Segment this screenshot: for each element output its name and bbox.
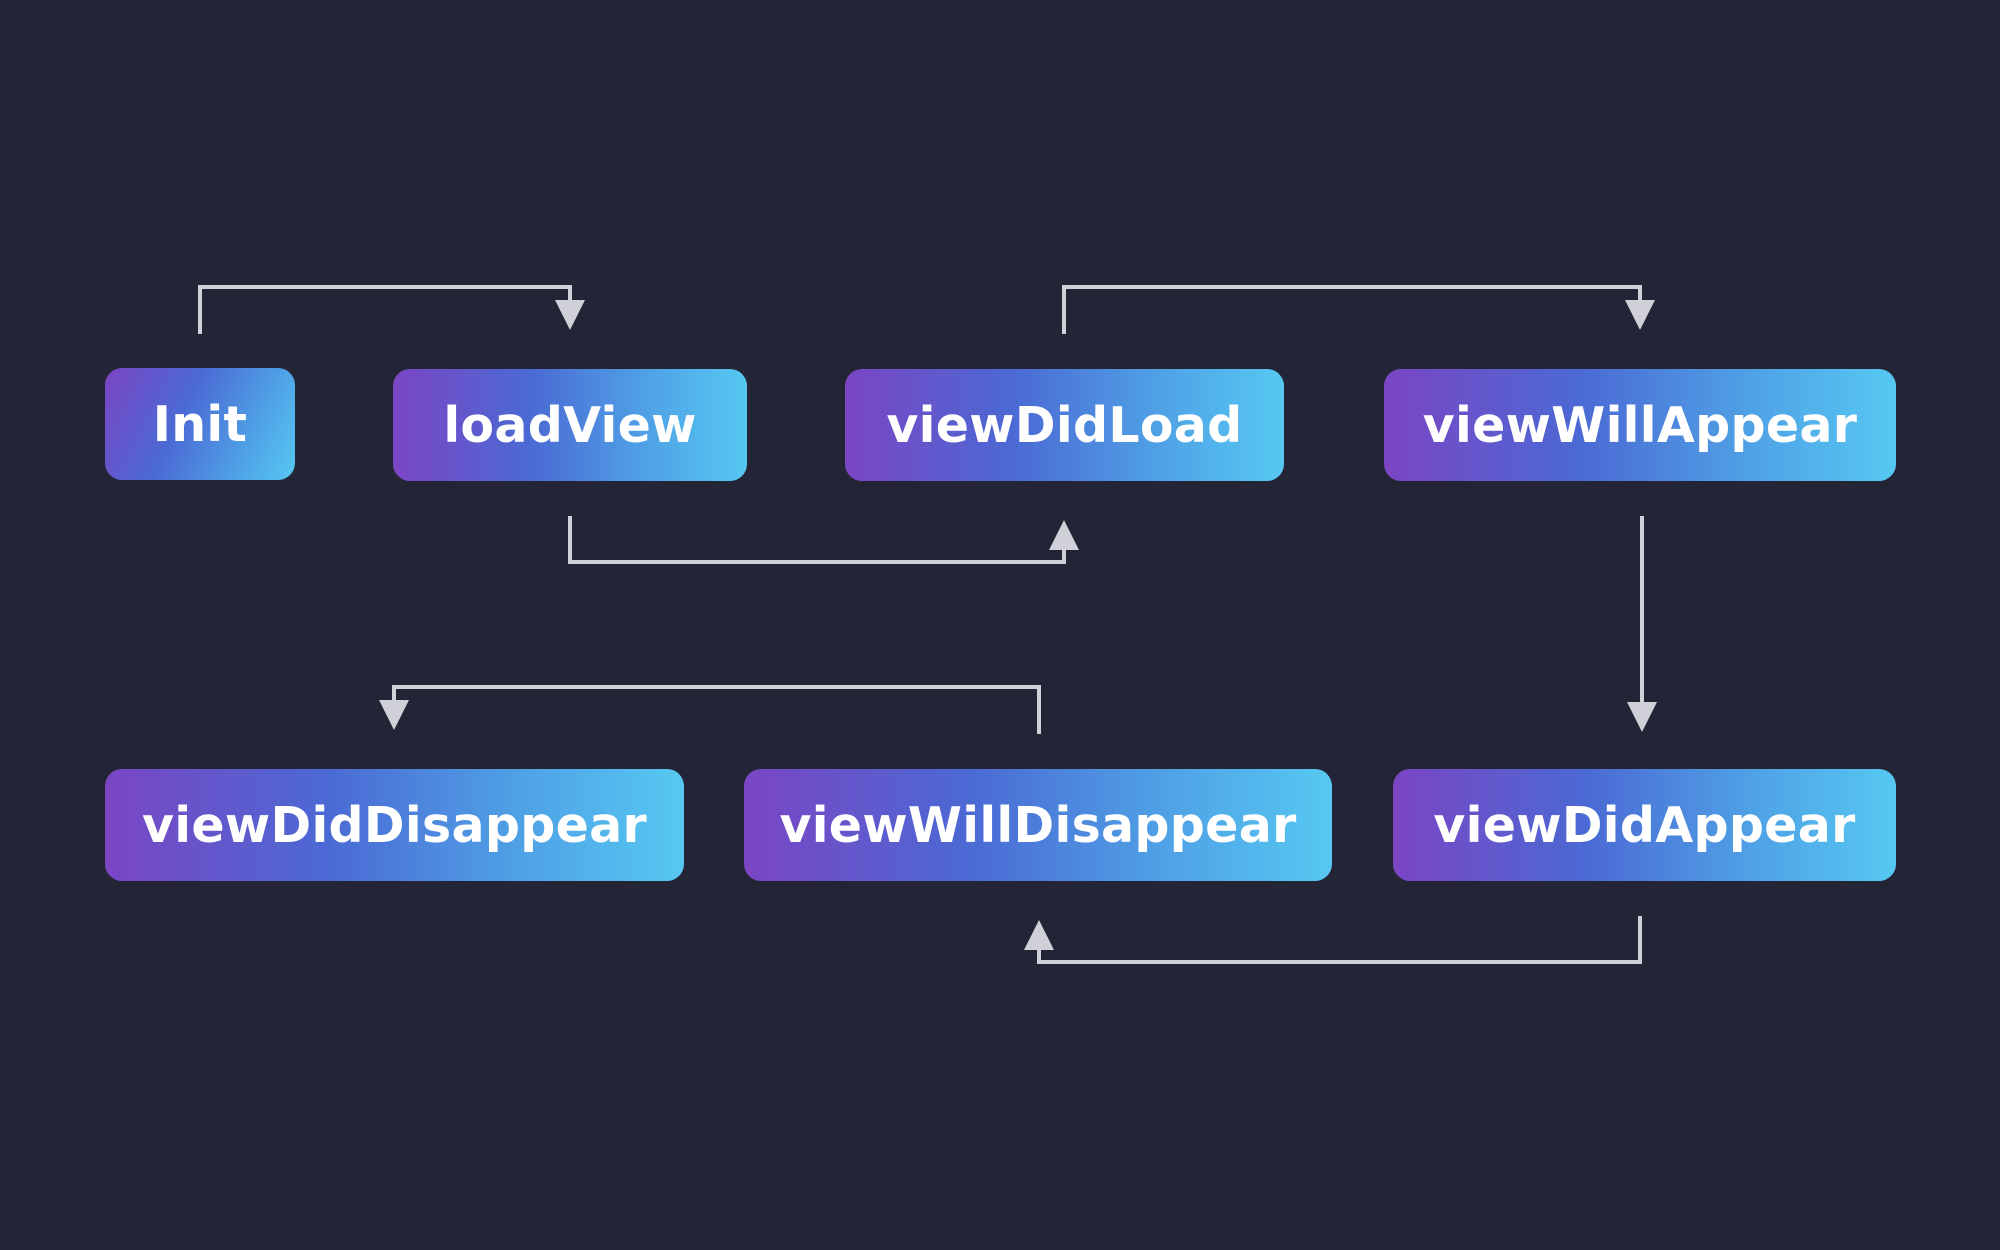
arrowhead-into-viewwillappear [1625, 300, 1655, 330]
node-view-did-load: viewDidLoad [845, 369, 1284, 481]
node-init: Init [105, 368, 295, 480]
connector-viewwilldisappear-to-viewdiddisappear [392, 685, 1041, 734]
connector-viewdidload-to-viewwillappear [1062, 285, 1642, 334]
node-load-view-label: loadView [443, 396, 697, 454]
node-view-will-disappear: viewWillDisappear [744, 769, 1332, 881]
connector-viewdidappear-to-viewwilldisappear [1037, 916, 1642, 964]
node-view-will-disappear-label: viewWillDisappear [779, 796, 1297, 854]
connector-init-to-loadview [198, 285, 572, 334]
arrowhead-into-viewwilldisappear [1024, 920, 1054, 950]
node-view-did-load-label: viewDidLoad [886, 396, 1243, 454]
arrowhead-into-viewdidload [1049, 520, 1079, 550]
arrowhead-into-viewdidappear [1627, 702, 1657, 732]
node-view-will-appear: viewWillAppear [1384, 369, 1896, 481]
node-init-label: Init [152, 395, 248, 453]
connector-loadview-to-viewdidload [568, 516, 1066, 564]
node-view-will-appear-label: viewWillAppear [1422, 396, 1858, 454]
node-view-did-appear: viewDidAppear [1393, 769, 1896, 881]
node-view-did-appear-label: viewDidAppear [1433, 796, 1856, 854]
node-load-view: loadView [393, 369, 747, 481]
arrowhead-into-viewdiddisappear [379, 700, 409, 730]
node-view-did-disappear: viewDidDisappear [105, 769, 684, 881]
arrowhead-into-loadview [555, 300, 585, 330]
node-view-did-disappear-label: viewDidDisappear [142, 796, 647, 854]
